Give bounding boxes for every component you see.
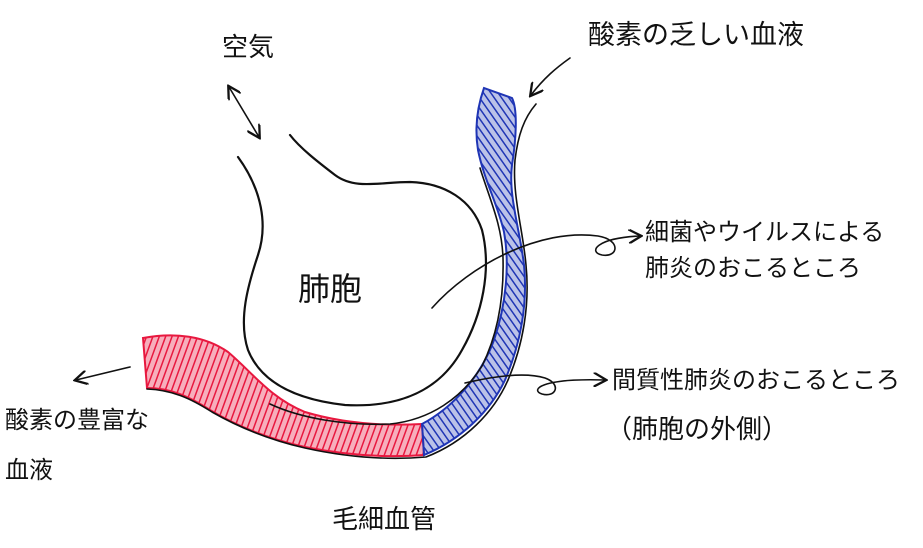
oxygen-poor-arrow	[531, 57, 571, 95]
capillary-label: 毛細血管	[332, 505, 436, 535]
oxygen-rich-blood-label-line2: 血液	[5, 456, 53, 484]
capillary-oxygen-rich-segment	[141, 334, 426, 458]
bacterial-pneumonia-label-line2: 肺炎のおこるところ	[645, 254, 861, 282]
alveolus-label: 肺胞	[298, 270, 362, 308]
air-label: 空気	[222, 33, 274, 63]
bacterial-pneumonia-arrow	[431, 235, 640, 309]
interstitial-pneumonia-arrow	[464, 375, 605, 396]
interstitial-pneumonia-label-line2: （肺胞の外側）	[606, 415, 788, 445]
bacterial-pneumonia-label-line1: 細菌やウイルスによる	[645, 218, 884, 246]
capillary-inner-wall	[269, 167, 504, 426]
air-exchange-arrow	[229, 87, 259, 137]
alveolus-outline	[236, 133, 488, 407]
capillary-oxygen-poor-segment	[420, 86, 527, 457]
interstitial-pneumonia-label-line1: 間質性肺炎のおこるところ	[612, 366, 900, 394]
oxygen-rich-arrow	[76, 366, 131, 380]
oxygen-rich-blood-label-line1: 酸素の豊富な	[5, 406, 149, 434]
capillary-outer-wall	[146, 103, 537, 460]
oxygen-poor-blood-label: 酸素の乏しい血液	[588, 20, 804, 51]
